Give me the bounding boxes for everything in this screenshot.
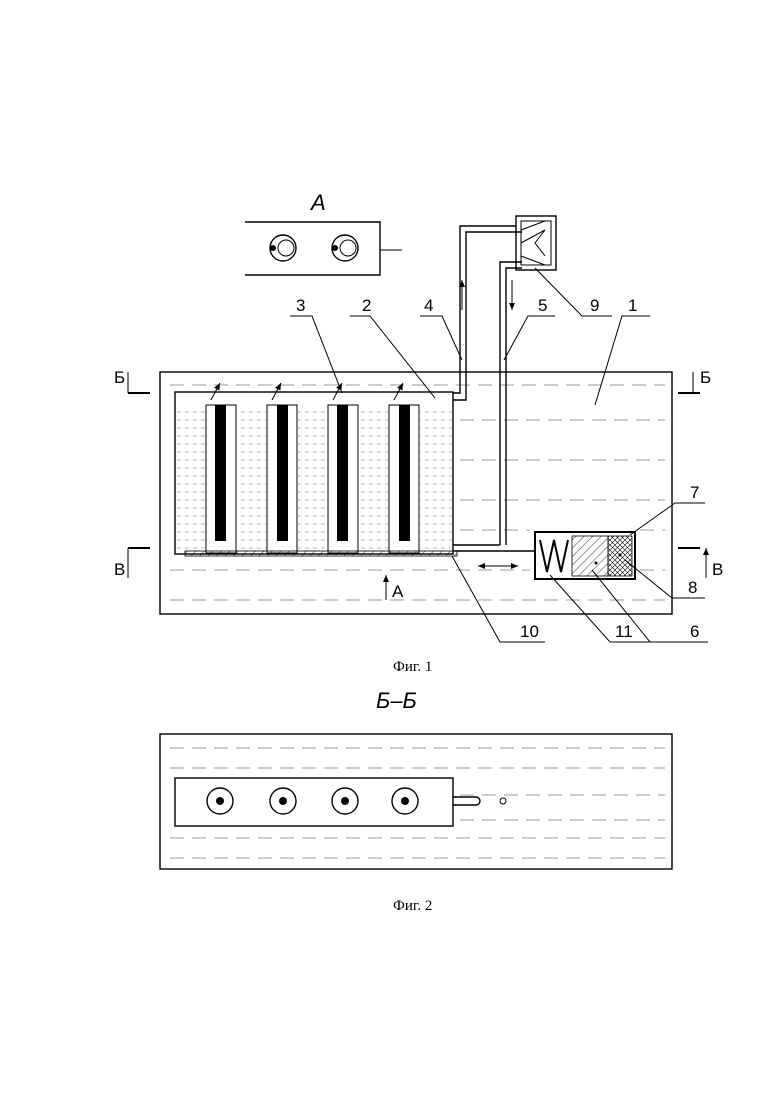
pipe-stub-section (453, 797, 480, 805)
rod-section-2 (270, 788, 296, 814)
callout-4: 4 (424, 296, 433, 315)
rod-cell-4 (359, 405, 419, 553)
callout-6: 6 (690, 622, 699, 641)
view-a-rod-2 (332, 235, 358, 261)
fuel-rod-2 (277, 405, 288, 541)
callout-1: 1 (628, 296, 637, 315)
callout-7: 7 (690, 483, 699, 502)
section-b-right: Б (700, 368, 711, 387)
callout-3: 3 (296, 296, 305, 315)
view-a-title: А (309, 190, 326, 215)
callouts: 1 2 3 4 5 9 7 8 6 11 10 (290, 268, 708, 642)
section-v-right: В (712, 560, 723, 579)
actuator (535, 532, 635, 579)
callout-5: 5 (538, 296, 547, 315)
fig2-caption: Фиг. 2 (393, 898, 432, 914)
section-v-left: В (114, 560, 125, 579)
rod-section-4 (392, 788, 418, 814)
callout-11: 11 (615, 622, 633, 641)
tank-1 (160, 372, 672, 614)
view-a-frame (245, 222, 380, 275)
callout-8: 8 (688, 578, 697, 597)
piston-6 (572, 536, 608, 576)
fig2-group: Б–Б Фиг. 2 (160, 688, 672, 914)
callout-9: 9 (590, 296, 599, 315)
rod-cells (176, 383, 452, 553)
fig1-group: Б Б В В А 1 2 3 4 5 9 (114, 216, 723, 675)
pipe-4 (453, 226, 522, 400)
fuel-rod-3 (337, 405, 348, 541)
fuel-rod-1 (215, 405, 226, 541)
plate-10 (185, 551, 457, 556)
callout-10: 10 (520, 622, 539, 641)
callout-2: 2 (362, 296, 371, 315)
view-a-arrow-label: А (392, 582, 404, 601)
fig1-caption: Фиг. 1 (393, 659, 432, 675)
rod-section-3 (332, 788, 358, 814)
rod-cell-2 (237, 405, 297, 553)
section-b-left: Б (114, 368, 125, 387)
view-a-group: А (245, 190, 402, 275)
fig2-section-title: Б–Б (376, 688, 417, 713)
pipe-section-point (500, 798, 506, 804)
rod-cell-1 (176, 405, 236, 553)
rod-cell-3 (298, 405, 358, 553)
fuel-rod-4 (399, 405, 410, 541)
view-a-rod-1 (270, 235, 296, 261)
rod-section-1 (207, 788, 233, 814)
spring-11 (540, 540, 568, 572)
